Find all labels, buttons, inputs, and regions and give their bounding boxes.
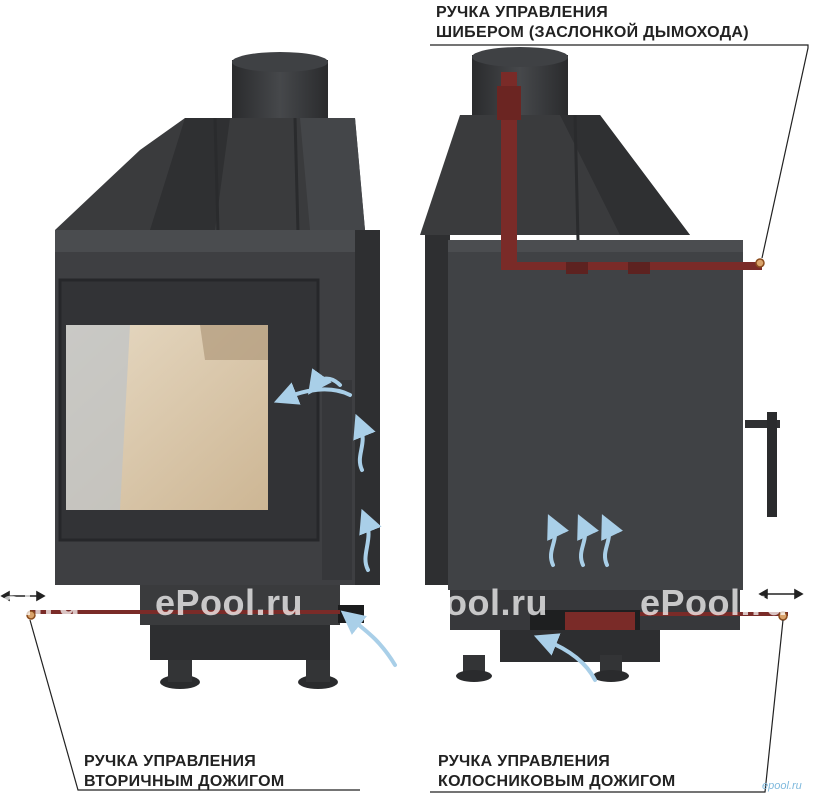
left-base (140, 585, 340, 625)
damper-handle (497, 72, 765, 274)
secondary-handle-rod (30, 610, 340, 614)
watermark: ePool.ru (155, 582, 304, 623)
watermark: ol.ru (0, 582, 81, 623)
watermark: ePool.ru (640, 582, 789, 623)
handle-knob-icon (26, 610, 36, 620)
grate-label-line2: КОЛОСНИКОВЫМ ДОЖИГОМ (438, 773, 676, 790)
damper-label-line1: РУЧКА УПРАВЛЕНИЯ (436, 4, 609, 21)
secondary-burn-label: РУЧКА УПРАВЛЕНИЯ ВТОРИЧНЫМ ДОЖИГОМ (84, 752, 285, 792)
right-body (448, 240, 743, 590)
double-arrow-icon (758, 588, 804, 600)
left-chimney-top (232, 52, 328, 72)
handle-knob-icon (755, 258, 765, 268)
grate-burn-label: РУЧКА УПРАВЛЕНИЯ КОЛОСНИКОВЫМ ДОЖИГОМ (438, 752, 676, 792)
air-flow-arrow-icon (273, 368, 623, 682)
secondary-label-line1: РУЧКА УПРАВЛЕНИЯ (84, 753, 257, 770)
watermark-corner: epool.ru (762, 780, 802, 792)
grate-handle-rod (640, 612, 788, 616)
secondary-label-line2: ВТОРИЧНЫМ ДОЖИГОМ (84, 773, 285, 790)
leader-lines (29, 44, 809, 793)
damper-label-line2: ШИБЕРОМ (ЗАСЛОНКОЙ ДЫМОХОДА) (436, 24, 749, 41)
damper-label: РУЧКА УПРАВЛЕНИЯ ШИБЕРОМ (ЗАСЛОНКОЙ ДЫМО… (436, 3, 749, 43)
grate-label-line1: РУЧКА УПРАВЛЕНИЯ (438, 753, 611, 770)
door-handle (745, 420, 780, 428)
watermark: ePool.ru (400, 582, 549, 623)
double-arrow-icon (0, 590, 46, 602)
